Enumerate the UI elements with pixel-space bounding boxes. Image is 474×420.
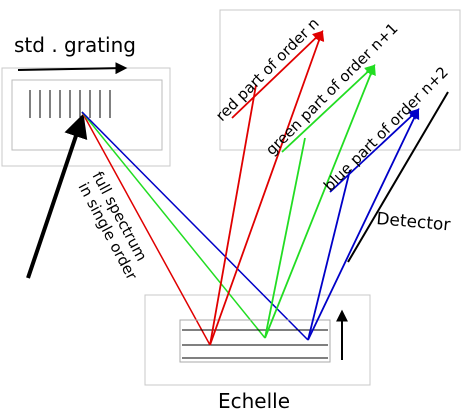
green-ray-1 [264, 137, 306, 339]
grating-label: std . grating [14, 33, 136, 57]
blue-ray-2 [307, 108, 420, 341]
blue-incident-ray [81, 111, 309, 341]
red-order-rays [209, 29, 325, 346]
green-order-arrow [281, 64, 376, 153]
echelle-label: Echelle [218, 389, 290, 413]
echelle-box [144, 294, 371, 386]
blue-ray-1 [307, 169, 351, 341]
std-grating [11, 79, 163, 151]
detector-label: Detector [376, 209, 452, 235]
green-incident-ray [81, 111, 266, 339]
red-ray-1 [209, 84, 257, 346]
echelle-grating [179, 319, 331, 363]
blue-order-arrow [329, 108, 420, 193]
detector-plane [347, 91, 449, 263]
background-guides [1, 9, 461, 386]
red-order-arrow [231, 30, 324, 119]
incoming-light-arrow [26, 113, 88, 279]
green-order-rays [264, 63, 376, 339]
red-incident-ray [81, 111, 211, 346]
blue-order-rays [307, 108, 420, 341]
green-ray-2 [264, 63, 376, 339]
grating-to-echelle-rays [81, 111, 309, 346]
grating-direction-arrow [17, 62, 128, 75]
red-ray-2 [209, 29, 325, 346]
